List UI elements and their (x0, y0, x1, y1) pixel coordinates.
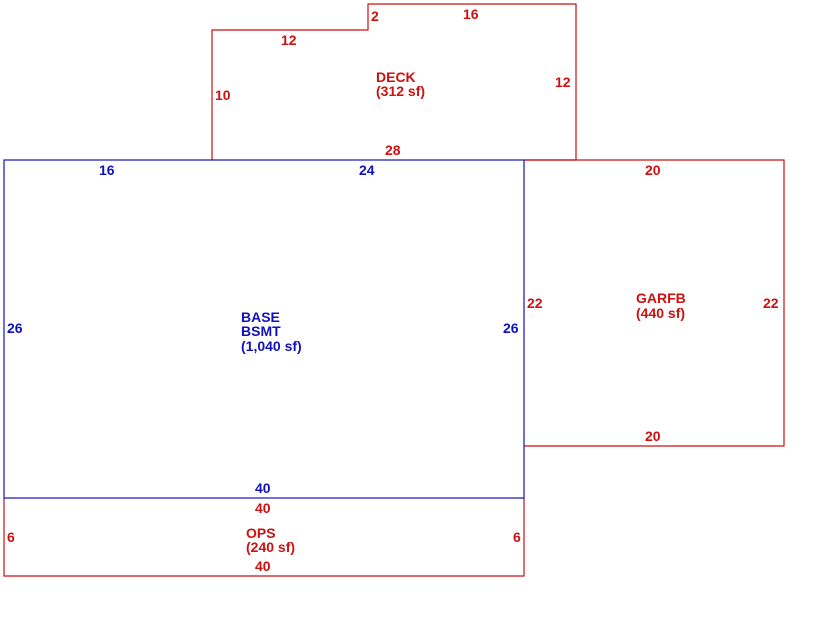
deck-outline (211, 3, 577, 160)
base-outline (3, 159, 525, 499)
ops-dim-top: 40 (255, 500, 271, 516)
base-name-label: BASE (241, 309, 280, 325)
garage-name-label: GARFB (636, 290, 686, 306)
ops-name-label: OPS (246, 525, 276, 541)
garage-dim-bottom: 20 (645, 428, 661, 444)
deck-dim-bottom: 28 (385, 142, 401, 158)
deck-dim-left: 10 (215, 87, 231, 103)
ops-dim-left: 6 (7, 529, 15, 545)
garage-area-label: (440 sf) (636, 305, 685, 321)
deck-dim-top-right: 16 (463, 6, 479, 22)
deck-area-label: (312 sf) (376, 83, 425, 99)
base-dim-right: 26 (503, 320, 519, 336)
base-dim-left: 26 (7, 320, 23, 336)
base-area-label: (1,040 sf) (241, 338, 302, 354)
base-dim-top-right: 24 (359, 162, 375, 178)
deck-dim-right: 12 (555, 74, 571, 90)
ops-outline (3, 498, 525, 577)
garage-dim-top: 20 (645, 162, 661, 178)
ops-dim-bottom: 40 (255, 558, 271, 574)
ops-area-label: (240 sf) (246, 539, 295, 555)
deck-dim-top-left: 12 (281, 32, 297, 48)
base-dim-top-left: 16 (99, 162, 115, 178)
deck-name-label: DECK (376, 69, 416, 85)
base-subname-label: BSMT (241, 323, 281, 339)
garage-dim-left: 22 (527, 295, 543, 311)
deck-dim-step: 2 (371, 8, 379, 24)
ops-dim-right: 6 (513, 529, 521, 545)
garage-dim-right: 22 (763, 295, 779, 311)
base-dim-bottom: 40 (255, 480, 271, 496)
garage-outline (524, 159, 785, 447)
